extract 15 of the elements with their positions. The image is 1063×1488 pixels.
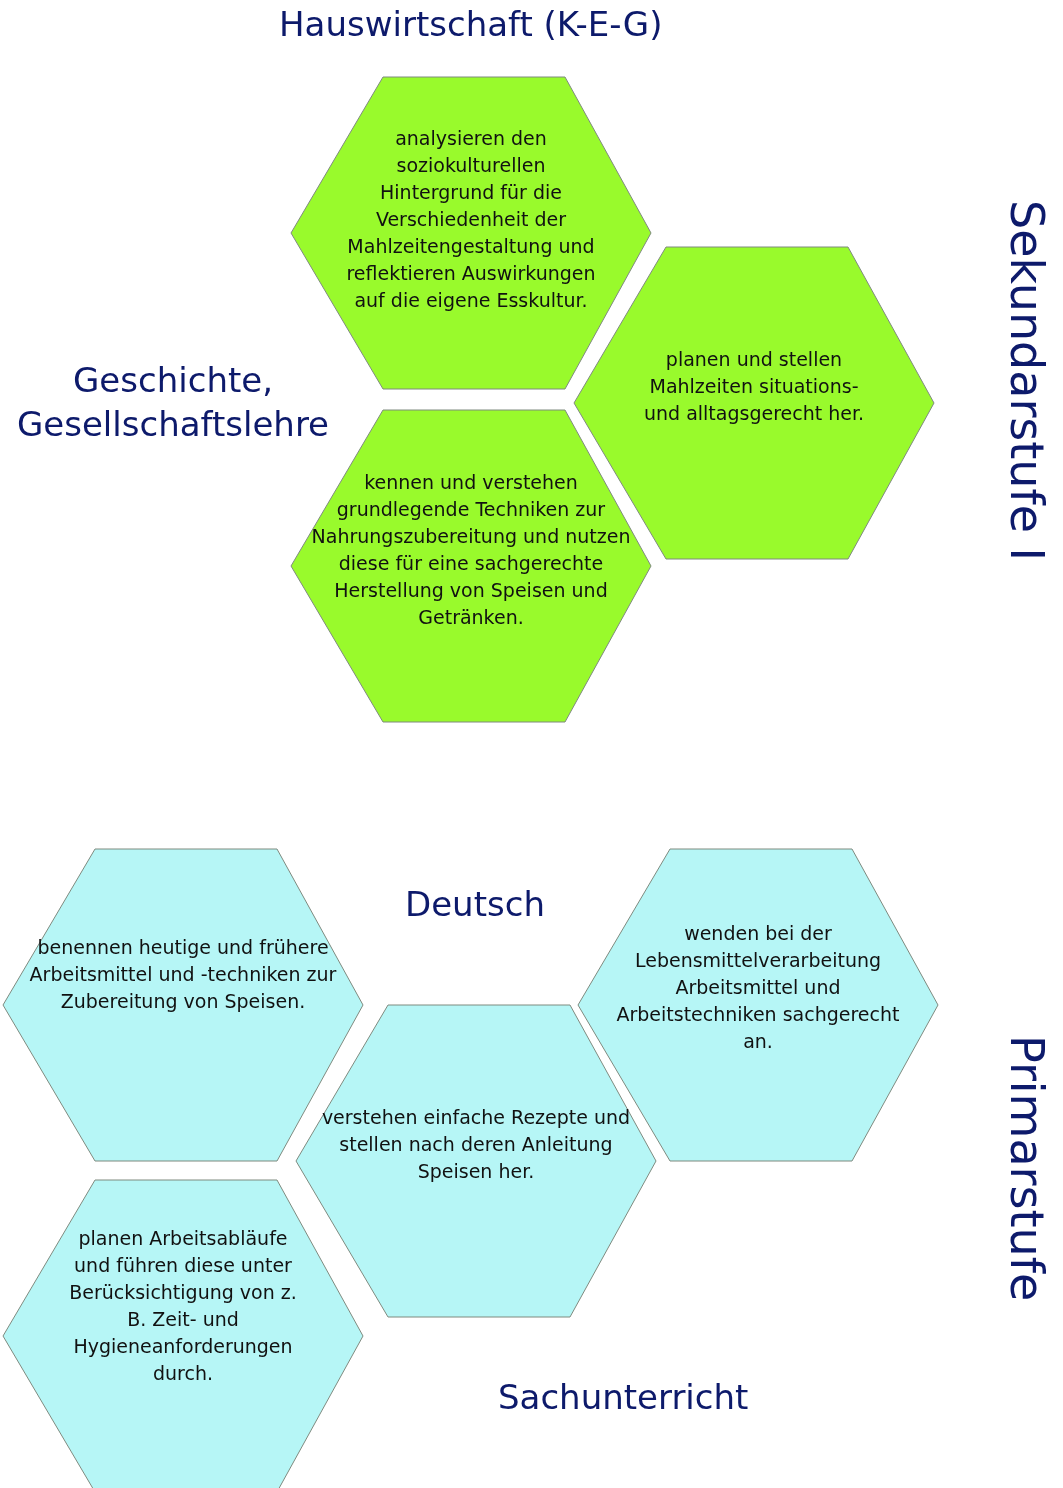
competence-text: verstehen einfache Rezepte und stellen nach deren Anleitung Speisen her. xyxy=(320,1105,632,1184)
competence-text: wenden bei der Lebensmittelverarbeitung Arbeitsmittel und Arbeitstechniken sachgerecht an. xyxy=(615,921,901,1054)
competence-text: planen und stellen Mahlzeiten situations- und alltagsgerecht her. xyxy=(642,347,866,426)
competence-text: planen Arbeitsabläufe und führen diese unter Berücksichtigung von z. B. Zeit- und Hygieneanforderungen durch. xyxy=(68,1226,298,1386)
subject-heading: Hauswirtschaft (K-E-G) xyxy=(279,4,663,44)
stage-label: Primarstufe xyxy=(1000,1035,1054,1302)
competence-text: kennen und verstehen grundlegende Techniken zur Nahrungszubereitung und nutzen diese für eine sachgerechte Herstellung von Speisen und Getränken. xyxy=(310,470,632,630)
competence-text: benennen heutige und frühere Arbeitsmittel und -techniken zur Zubereitung von Speisen. xyxy=(28,935,338,1014)
hexagon-box xyxy=(290,76,652,390)
subject-heading: Geschichte, Gesellschaftslehre xyxy=(15,359,331,446)
stage-label: Sekundarstufe I xyxy=(1000,200,1054,562)
subject-heading: Deutsch xyxy=(405,884,545,924)
hexagon-box xyxy=(2,1179,364,1488)
competence-text: analysieren den soziokulturellen Hintergrund für die Verschiedenheit der Mahlzeitengestaltung und reflektieren Auswirkungen auf die eigene Esskultur. xyxy=(346,126,596,313)
subject-heading: Sachunterricht xyxy=(498,1377,749,1417)
